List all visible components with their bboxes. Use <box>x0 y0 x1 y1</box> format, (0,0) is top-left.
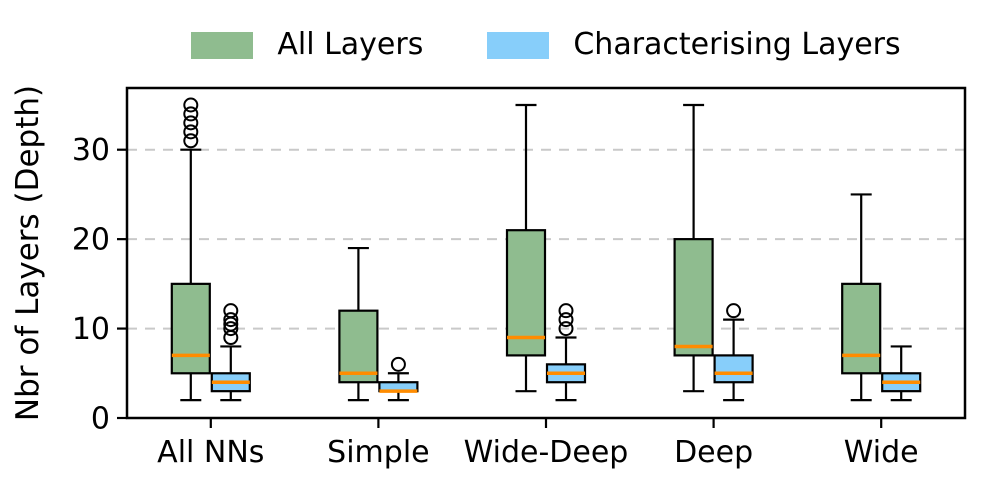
box-all-layers-0-outlier <box>183 97 199 113</box>
y-tick-label: 10 <box>72 312 110 347</box>
box-characterising-layers-2-outlier <box>558 303 574 319</box>
x-tick-label: All NNs <box>157 435 264 470</box>
box-all-layers-0-outlier <box>183 106 199 122</box>
plot-border <box>125 86 967 420</box>
box-characterising-layers-0-outlier <box>223 312 239 328</box>
x-tick-label: Deep <box>674 435 753 470</box>
box-characterising-layers-3 <box>713 354 754 384</box>
x-tick-label: Wide-Deep <box>464 435 629 470</box>
box-characterising-layers-2-outlier <box>558 312 574 328</box>
box-characterising-layers-1-outlier <box>390 356 406 372</box>
y-axis-label: Nbr of Layers (Depth) <box>10 85 46 421</box>
box-all-layers-0 <box>170 282 211 375</box>
x-tick-label: Wide <box>844 435 919 470</box>
characterising-layers-swatch <box>487 31 550 59</box>
box-characterising-layers-2-outlier <box>558 321 574 337</box>
legend-item-all-layers: All Layers <box>191 30 423 60</box>
legend-item-characterising-layers: Characterising Layers <box>487 27 901 62</box>
box-all-layers-3 <box>673 238 714 357</box>
all-layers-swatch <box>191 31 254 59</box>
all-layers-label: All Layers <box>277 27 424 62</box>
box-all-layers-1 <box>338 309 379 384</box>
y-tick-label: 30 <box>72 133 110 168</box>
x-tick-label: Simple <box>327 435 429 470</box>
legend: All Layers Characterising Layers <box>127 30 965 60</box>
box-all-layers-0-outlier <box>183 133 199 149</box>
box-all-layers-4 <box>841 282 882 375</box>
box-characterising-layers-0-outlier <box>223 321 239 337</box>
y-tick-label: 20 <box>72 223 110 258</box>
y-tick-label: 0 <box>91 402 110 437</box>
box-all-layers-0-outlier <box>183 115 199 131</box>
box-all-layers-2 <box>505 229 547 357</box>
characterising-layers-label: Characterising Layers <box>573 27 901 62</box>
box-all-layers-0-outlier <box>183 124 199 140</box>
box-characterising-layers-0-outlier <box>223 303 239 319</box>
box-characterising-layers-3-outlier <box>726 303 742 319</box>
